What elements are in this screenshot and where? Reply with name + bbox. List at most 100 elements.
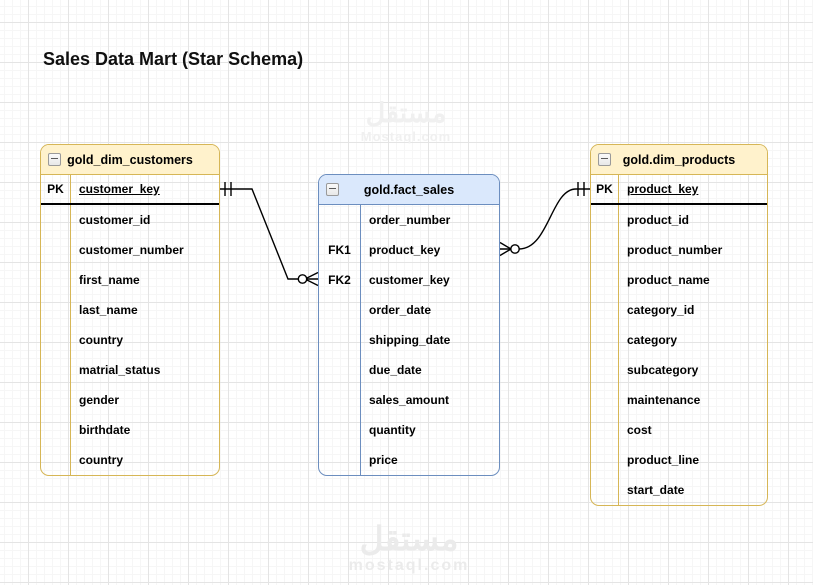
field-name: order_date <box>369 303 432 317</box>
entity-title-bar[interactable]: gold_dim_customers <box>41 145 219 175</box>
key-label <box>591 475 619 505</box>
key-label <box>319 205 361 235</box>
field-row-gender[interactable]: gender <box>41 385 219 415</box>
field-row-maintenance[interactable]: maintenance <box>591 385 767 415</box>
collapse-icon[interactable] <box>598 153 611 166</box>
field-row-order_date[interactable]: order_date <box>319 295 499 325</box>
cardinality-crowfoot <box>499 241 512 257</box>
key-label <box>41 445 71 475</box>
cardinality-one-ticks <box>224 182 232 196</box>
key-label <box>591 205 619 235</box>
field-name: due_date <box>369 363 422 377</box>
field-row-order_number[interactable]: order_number <box>319 205 499 235</box>
watermark-logo: مستقل <box>365 98 447 128</box>
key-label <box>41 295 71 325</box>
field-row-product_key[interactable]: FK1 product_key <box>319 235 499 265</box>
key-label <box>41 265 71 295</box>
field-row-matrial_status[interactable]: matrial_status <box>41 355 219 385</box>
key-label <box>319 415 361 445</box>
field-name: price <box>369 453 398 467</box>
field-name: matrial_status <box>79 363 161 377</box>
key-label: PK <box>41 175 71 203</box>
field-row-country[interactable]: country <box>41 445 219 475</box>
watermark-top: مستقل Mostaql.com <box>328 98 484 144</box>
key-label: FK1 <box>319 235 361 265</box>
key-label <box>41 385 71 415</box>
field-row-start_date[interactable]: start_date <box>591 475 767 505</box>
field-name: product_key <box>369 243 441 257</box>
field-name: product_line <box>627 453 700 467</box>
entity-name: gold.fact_sales <box>363 182 455 197</box>
relation-customers-to-fact-sales[interactable] <box>220 182 319 287</box>
field-row-last_name[interactable]: last_name <box>41 295 219 325</box>
field-name: customer_id <box>79 213 151 227</box>
field-row-subcategory[interactable]: subcategory <box>591 355 767 385</box>
watermark-bottom: مستقل mostaql.com <box>334 520 484 575</box>
key-label <box>591 445 619 475</box>
field-name: product_key <box>627 182 699 196</box>
key-label <box>319 295 361 325</box>
key-label <box>591 295 619 325</box>
key-label <box>319 355 361 385</box>
field-row-category_id[interactable]: category_id <box>591 295 767 325</box>
field-row-product_name[interactable]: product_name <box>591 265 767 295</box>
entity-title-bar[interactable]: gold.fact_sales <box>319 175 499 205</box>
collapse-icon[interactable] <box>326 183 339 196</box>
key-label <box>591 235 619 265</box>
field-row-quantity[interactable]: quantity <box>319 415 499 445</box>
field-row-sales_amount[interactable]: sales_amount <box>319 385 499 415</box>
field-row-product_line[interactable]: product_line <box>591 445 767 475</box>
watermark-site: Mostaql.com <box>360 128 452 144</box>
field-row-price[interactable]: price <box>319 445 499 475</box>
key-label <box>591 325 619 355</box>
field-row-shipping_date[interactable]: shipping_date <box>319 325 499 355</box>
field-row-category[interactable]: category <box>591 325 767 355</box>
relation-line <box>220 188 318 280</box>
field-name: customer_key <box>369 273 450 287</box>
field-row-product_number[interactable]: product_number <box>591 235 767 265</box>
entity-name: gold_dim_customers <box>67 152 193 167</box>
collapse-icon[interactable] <box>48 153 61 166</box>
field-name: subcategory <box>627 363 699 377</box>
field-row-customer_number[interactable]: customer_number <box>41 235 219 265</box>
key-label <box>41 355 71 385</box>
field-row-birthdate[interactable]: birthdate <box>41 415 219 445</box>
field-row-cost[interactable]: cost <box>591 415 767 445</box>
entity-name: gold.dim_products <box>622 152 736 167</box>
field-row-country[interactable]: country <box>41 325 219 355</box>
field-row-customer_key[interactable]: FK2 customer_key <box>319 265 499 295</box>
watermark-site: mostaql.com <box>348 557 470 575</box>
field-row-product_id[interactable]: product_id <box>591 205 767 235</box>
field-name: customer_key <box>79 182 160 196</box>
field-name: cost <box>627 423 652 437</box>
key-label <box>591 385 619 415</box>
field-name: sales_amount <box>369 393 450 407</box>
entity-title-bar[interactable]: gold.dim_products <box>591 145 767 175</box>
field-name: category <box>627 333 678 347</box>
key-label <box>319 445 361 475</box>
field-row-due_date[interactable]: due_date <box>319 355 499 385</box>
field-name: maintenance <box>627 393 701 407</box>
field-row-first_name[interactable]: first_name <box>41 265 219 295</box>
relation-products-to-fact-sales[interactable] <box>499 182 590 257</box>
key-label: FK2 <box>319 265 361 295</box>
field-name: country <box>79 333 124 347</box>
key-label <box>41 235 71 265</box>
field-name: quantity <box>369 423 416 437</box>
key-label <box>319 325 361 355</box>
field-name: shipping_date <box>369 333 451 347</box>
field-name: last_name <box>79 303 138 317</box>
key-label <box>41 415 71 445</box>
diagram-title[interactable]: Sales Data Mart (Star Schema) <box>43 49 304 69</box>
field-row-customer_id[interactable]: customer_id <box>41 205 219 235</box>
key-label <box>41 325 71 355</box>
relation-line <box>500 188 590 250</box>
field-name: order_number <box>369 213 451 227</box>
field-row-customer_key[interactable]: PK customer_key <box>41 175 219 205</box>
cardinality-one-ticks <box>577 182 585 196</box>
